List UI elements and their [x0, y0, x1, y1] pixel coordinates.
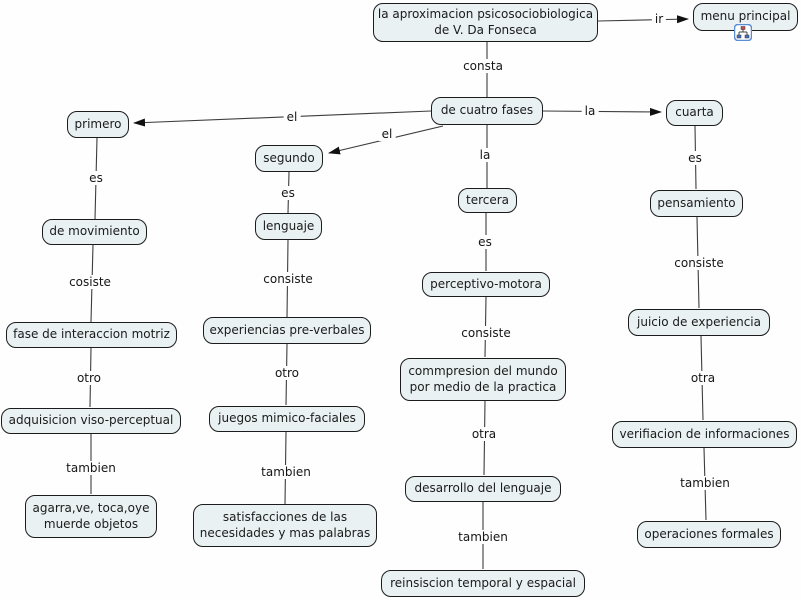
- link-label-el-primero[interactable]: el: [283, 110, 301, 124]
- link-label-cosiste-1[interactable]: cosiste: [66, 275, 114, 289]
- link-label-tambien-4[interactable]: tambien: [677, 476, 733, 490]
- link-label-es-2[interactable]: es: [278, 186, 298, 200]
- concept-de-cuatro-fases[interactable]: de cuatro fases: [431, 97, 543, 125]
- concept-desarrollo-del-lenguaje[interactable]: desarrollo del lenguaje: [405, 476, 561, 502]
- concept-de-movimiento[interactable]: de movimiento: [42, 219, 147, 245]
- link-label-otra-4[interactable]: otra: [687, 371, 719, 385]
- concept-satisfacciones[interactable]: satisfacciones de las necesidades y mas …: [193, 504, 377, 547]
- link-label-otro-1[interactable]: otro: [73, 371, 105, 385]
- link-label-el-segundo[interactable]: el: [378, 127, 396, 141]
- link-label-es-3[interactable]: es: [475, 235, 495, 249]
- concept-juegos-mimico-faciales[interactable]: juegos mimico-faciales: [209, 406, 365, 432]
- concept-comprension-del-mundo[interactable]: commpresion del mundo por medio de la pr…: [400, 358, 566, 401]
- concept-tercera[interactable]: tercera: [458, 188, 517, 213]
- concept-agarra-toca-oye[interactable]: agarra,ve, toca,oye muerde objetos: [25, 495, 157, 538]
- resource-link-icon[interactable]: [733, 23, 753, 42]
- concept-juicio-de-experiencia[interactable]: juicio de experiencia: [628, 309, 770, 336]
- link-label-tambien-3[interactable]: tambien: [455, 530, 511, 544]
- link-label-otro-2[interactable]: otro: [271, 366, 303, 380]
- concept-cuarta[interactable]: cuarta: [666, 100, 723, 126]
- link-label-tambien-2[interactable]: tambien: [258, 465, 314, 479]
- link-label-es-4[interactable]: es: [685, 151, 705, 165]
- link-label-tambien-1[interactable]: tambien: [63, 461, 119, 475]
- link-label-consta[interactable]: consta: [460, 59, 506, 73]
- link-label-consiste-2[interactable]: consiste: [260, 272, 316, 286]
- concept-operaciones-formales[interactable]: operaciones formales: [637, 521, 781, 548]
- concept-lenguaje[interactable]: lenguaje: [255, 213, 322, 240]
- link-label-otra-3[interactable]: otra: [468, 427, 500, 441]
- link-label-consiste-4[interactable]: consiste: [671, 256, 727, 270]
- concept-primero[interactable]: primero: [67, 111, 129, 138]
- concept-experiencias-preverbales[interactable]: experiencias pre-verbales: [203, 317, 371, 344]
- concept-perceptivo-motora[interactable]: perceptivo-motora: [422, 272, 550, 297]
- link-label-la-cuarta[interactable]: la: [581, 104, 599, 118]
- concept-reinsercion-temporal[interactable]: reinsiscion temporal y espacial: [381, 570, 585, 597]
- concept-verificacion-informaciones[interactable]: verifiacion de informaciones: [612, 421, 797, 448]
- concept-title[interactable]: la aproximacion psicosociobiologica de V…: [373, 3, 598, 42]
- link-label-ir[interactable]: ir: [651, 12, 667, 26]
- concept-pensamiento[interactable]: pensamiento: [650, 190, 743, 217]
- concept-adquisicion-viso-perceptual[interactable]: adquisicion viso-perceptual: [1, 408, 181, 434]
- concept-fase-interaccion-motriz[interactable]: fase de interaccion motriz: [6, 322, 177, 348]
- concept-map-hierarchy-icon: [733, 23, 753, 42]
- concept-segundo[interactable]: segundo: [255, 145, 323, 172]
- link-label-consiste-3[interactable]: consiste: [458, 326, 514, 340]
- link-label-la-tercera[interactable]: la: [476, 148, 494, 162]
- link-label-es-1[interactable]: es: [86, 171, 106, 185]
